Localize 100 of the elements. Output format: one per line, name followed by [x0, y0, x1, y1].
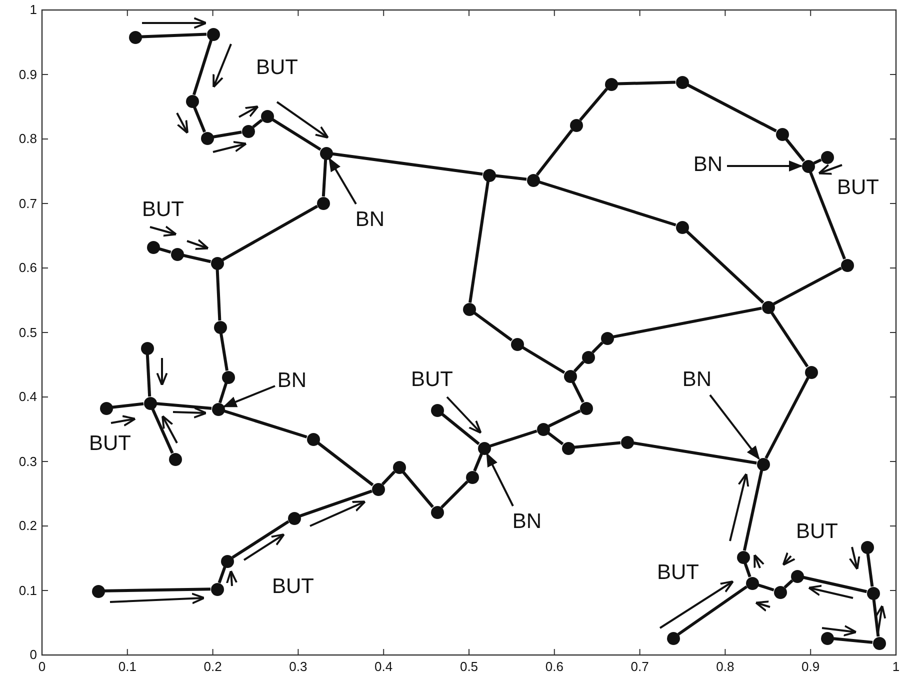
network-node-dot	[478, 442, 490, 454]
network-link	[633, 442, 757, 464]
node-label: BN	[693, 154, 723, 176]
network-link	[182, 254, 212, 264]
network-link	[216, 269, 222, 321]
network-node-dot	[536, 422, 550, 436]
network-node-dot	[620, 436, 634, 448]
x-axis-tick-label: 1	[892, 660, 900, 674]
leader-arrow	[222, 385, 276, 408]
network-node-dot	[774, 586, 786, 598]
network-node-dot	[666, 632, 680, 644]
network-link	[490, 430, 538, 448]
network-node-dot	[746, 576, 758, 590]
network-link	[192, 40, 213, 96]
network-node-dot	[802, 160, 814, 172]
network-link	[866, 553, 874, 587]
network-node-dot	[92, 584, 104, 598]
y-axis-tick-label: 0	[30, 648, 37, 662]
network-node-dot	[676, 220, 688, 234]
region-label: BUT	[272, 576, 314, 598]
network-node-dot	[140, 342, 154, 354]
network-link	[773, 266, 842, 306]
network-link	[617, 80, 676, 86]
network-node-dot	[820, 632, 834, 644]
network-node-dot	[820, 150, 834, 164]
network-link	[317, 442, 374, 486]
region-label: BUT	[837, 177, 879, 199]
network-link	[744, 562, 752, 578]
network-link	[573, 360, 585, 372]
network-link	[300, 490, 372, 518]
network-node-dot	[604, 78, 618, 90]
network-link	[402, 471, 434, 508]
node-label: BN	[277, 370, 307, 392]
network-link	[813, 158, 822, 165]
network-node-dot	[580, 402, 592, 414]
leader-arrow	[727, 160, 803, 172]
x-axis-tick-label: 0.4	[374, 660, 393, 674]
network-link	[213, 130, 242, 138]
network-node-dot	[306, 432, 320, 446]
network-link	[572, 381, 584, 403]
network-node-dot	[866, 586, 880, 600]
leader-arrow	[486, 452, 514, 506]
network-node-dot	[564, 370, 576, 382]
y-axis-tick-label: 0.2	[18, 519, 37, 533]
network-node-dot	[372, 482, 384, 496]
network-node-dot	[526, 174, 540, 186]
region-label: BUT	[142, 199, 184, 221]
network-link	[104, 588, 211, 592]
network-node-dot	[168, 452, 182, 466]
x-axis-tick-label: 0.8	[716, 660, 734, 674]
network-node-dot	[260, 110, 274, 122]
network-link	[218, 566, 226, 584]
region-label: BUT	[89, 433, 131, 455]
y-axis-tick-label: 0.3	[18, 454, 37, 468]
region-label: BUT	[657, 562, 699, 584]
region-label: BUT	[796, 521, 838, 543]
x-axis-tick-label: 0.7	[630, 660, 649, 674]
network-link	[592, 342, 604, 354]
x-axis-tick-label: 0.1	[118, 660, 136, 674]
leader-arrow	[709, 394, 760, 460]
network-node-dot	[170, 248, 184, 260]
network-link	[872, 599, 880, 637]
network-node-dot	[840, 258, 854, 272]
network-node-dot	[316, 196, 330, 210]
network-node-dot	[756, 458, 770, 470]
network-node-dot	[562, 442, 574, 454]
network-link	[548, 410, 581, 428]
network-link	[764, 377, 810, 459]
network-link	[495, 174, 527, 181]
network-link	[784, 138, 806, 162]
network-node-dot	[320, 146, 332, 160]
network-node-dot	[220, 554, 234, 568]
leader-arrow	[328, 157, 357, 204]
region-label: BUT	[256, 57, 298, 79]
network-link	[468, 181, 490, 303]
x-axis-tick-label: 0.9	[802, 660, 820, 674]
network-link	[677, 585, 748, 636]
network-link	[232, 520, 290, 559]
network-node-dot	[762, 300, 774, 314]
region-label: BUT	[411, 369, 453, 391]
y-axis-tick-label: 1	[30, 3, 37, 17]
x-axis-tick-label: 0.5	[460, 660, 478, 674]
network-node-dot	[146, 240, 160, 254]
network-link	[381, 470, 396, 486]
network-link	[613, 306, 762, 338]
network-node-dot	[462, 302, 476, 316]
network-link	[151, 408, 174, 454]
network-link	[322, 159, 328, 197]
network-link	[193, 106, 206, 133]
network-link	[473, 312, 513, 342]
network-node-dot	[206, 28, 220, 40]
network-node-dot	[676, 76, 688, 88]
network-node-dot	[242, 124, 254, 138]
network-link	[687, 84, 777, 132]
network-link	[112, 402, 144, 409]
y-axis-tick-label: 0.1	[18, 584, 37, 598]
network-link	[252, 118, 263, 128]
node-label: BN	[512, 511, 542, 533]
network-node-dot	[582, 350, 594, 364]
network-link	[141, 32, 207, 38]
